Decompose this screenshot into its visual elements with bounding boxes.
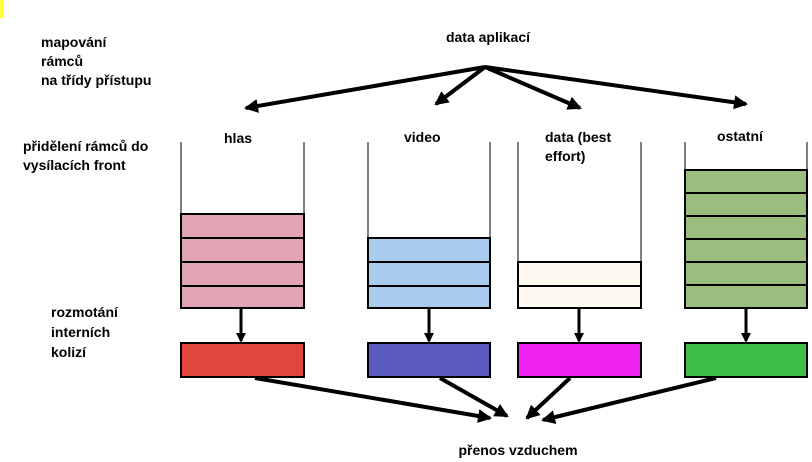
- queue-ostatni: [684, 142, 808, 378]
- collision-block-ostatni: [684, 342, 808, 378]
- queue-label-data-line1: data (best: [545, 129, 612, 145]
- corner-accent: [0, 0, 4, 18]
- arrow-from-data: [525, 376, 572, 420]
- stage-label-collision-line2: interních: [51, 324, 111, 340]
- frame-slot: [180, 285, 305, 309]
- frame-slot: [517, 261, 642, 287]
- stage-label-mapping-line2: rámců: [41, 53, 84, 69]
- bottom-arrows: [254, 376, 717, 424]
- arrow-to-hlas: [244, 65, 486, 113]
- frame-slot: [684, 215, 808, 240]
- queue-hlas: [180, 142, 305, 378]
- arrow-to-ostatni: [484, 65, 748, 110]
- collision-block-data: [517, 342, 642, 378]
- arrow-to-video: [434, 65, 487, 106]
- queue-video: [367, 142, 491, 378]
- arrow-to-data: [484, 65, 582, 110]
- frame-slot: [517, 285, 642, 309]
- frame-slot: [180, 213, 305, 239]
- queue-label-ostatni: ostatní: [717, 128, 763, 144]
- frame-slot: [684, 238, 808, 263]
- collision-block-hlas: [180, 342, 305, 378]
- frame-slot: [367, 261, 491, 287]
- frame-slot: [180, 261, 305, 287]
- sink-label: přenos vzduchem: [458, 442, 578, 458]
- queue-label-hlas: hlas: [224, 130, 253, 146]
- top-arrows: [244, 65, 748, 113]
- arrow-from-hlas: [254, 376, 492, 423]
- frame-slot: [684, 284, 808, 309]
- stage-label-collision-line3: kolizí: [51, 344, 87, 360]
- queue-label-video: video: [404, 129, 441, 145]
- stage-label-collision-line1: rozmotání: [51, 304, 118, 320]
- frame-slot: [684, 169, 808, 194]
- frame-slot: [367, 237, 491, 263]
- frame-slot: [180, 237, 305, 263]
- collision-block-video: [367, 342, 491, 378]
- frame-slot: [367, 285, 491, 309]
- source-label: data aplikací: [445, 29, 531, 45]
- stage-label-assign-line1: přidělení rámců do: [23, 138, 149, 154]
- frame-slot: [684, 261, 808, 286]
- queue-label-data-line2: effort): [545, 148, 586, 164]
- stage-label-mapping-line1: mapování: [41, 34, 107, 50]
- stage-label-mapping-line3: na třídy přístupu: [41, 72, 152, 88]
- frame-slot: [684, 192, 808, 217]
- stage-label-assign-line2: vysílacích front: [23, 157, 126, 173]
- arrow-from-video: [439, 376, 509, 418]
- queue-data: [517, 142, 642, 378]
- arrow-from-ostatni: [541, 376, 717, 424]
